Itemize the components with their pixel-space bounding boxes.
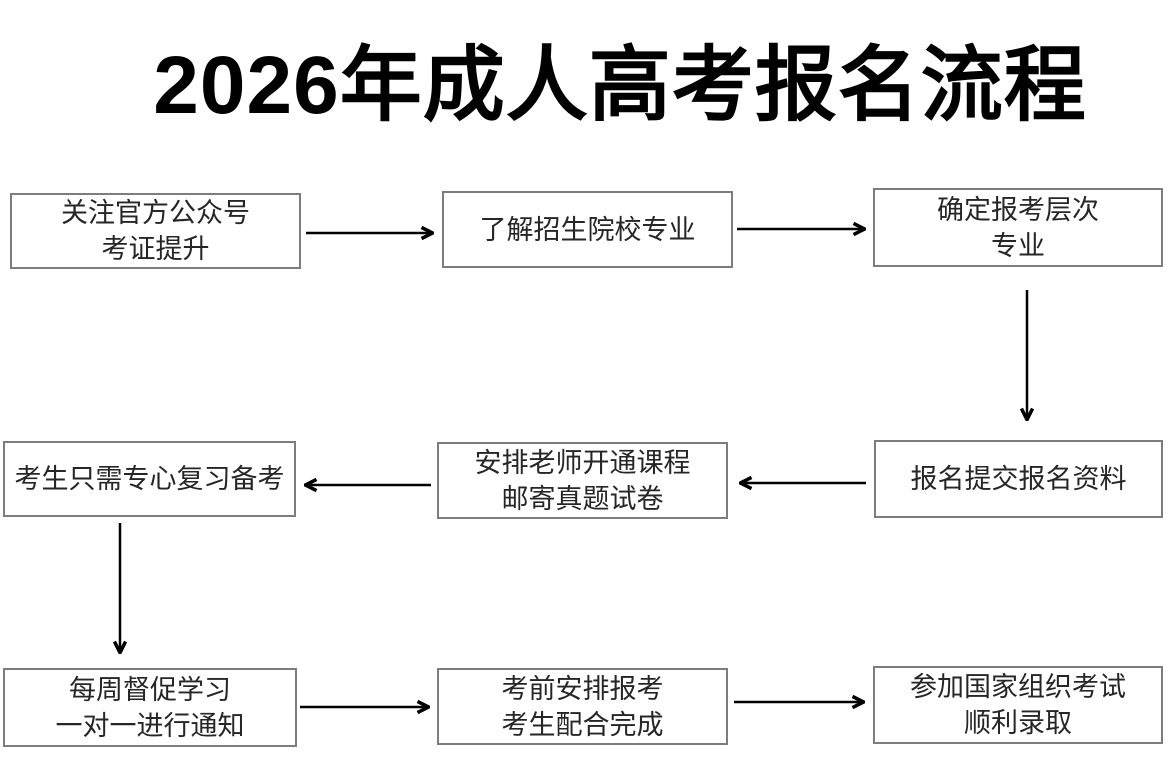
flow-step-7-line-1: 每周督促学习 [69,674,231,705]
flow-step-3: 确定报考层次 专业 [873,188,1163,267]
flow-step-9-line-1: 参加国家组织考试 [910,672,1126,702]
flow-step-1: 关注官方公众号 考证提升 [10,193,301,269]
flow-step-2-line-1: 了解招生院校专业 [479,214,696,245]
flow-step-1-line-2: 考证提升 [101,234,210,264]
flow-step-6: 考生只需专心复习备考 [3,441,296,517]
flow-step-6-line-1: 考生只需专心复习备考 [14,464,285,494]
flow-step-5: 安排老师开通课程 邮寄真题试卷 [437,442,728,519]
flow-step-1-line-1: 关注官方公众号 [61,198,250,228]
flow-step-3-line-2: 专业 [991,230,1045,261]
flow-step-8: 考前安排报考 考生配合完成 [437,668,728,745]
flow-step-4-line-1: 报名提交报名资料 [910,464,1127,494]
flow-step-3-line-1: 确定报考层次 [937,194,1099,225]
flow-step-5-line-1: 安排老师开通课程 [474,447,691,478]
flow-step-7-line-2: 一对一进行通知 [55,710,245,741]
flow-step-9: 参加国家组织考试 顺利录取 [873,666,1163,744]
flow-step-4: 报名提交报名资料 [874,440,1163,518]
flow-step-7: 每周督促学习 一对一进行通知 [3,668,297,747]
flow-step-8-line-1: 考前安排报考 [501,673,664,704]
page-title: 2026年成人高考报名流程 [153,40,1087,131]
flow-step-2: 了解招生院校专业 [442,191,733,268]
flow-step-9-line-2: 顺利录取 [964,708,1072,738]
flow-step-5-line-2: 邮寄真题试卷 [501,483,664,514]
flow-step-8-line-2: 考生配合完成 [501,709,664,740]
